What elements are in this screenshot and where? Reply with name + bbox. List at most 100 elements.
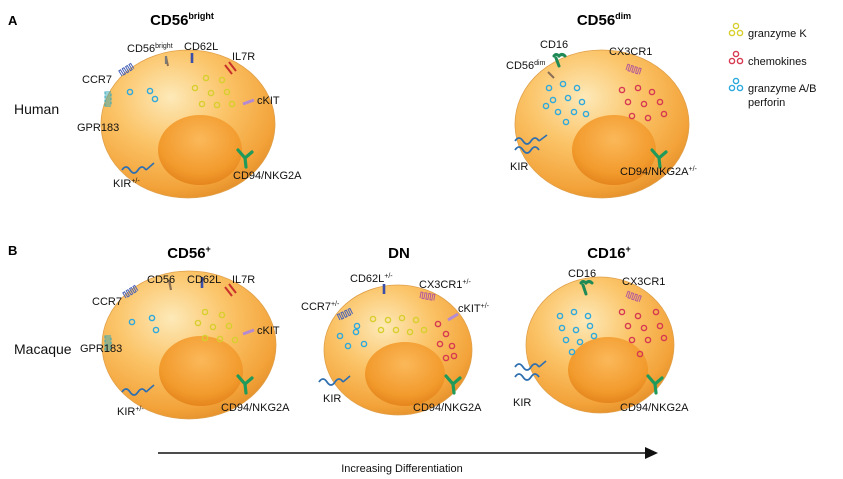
legend-dot (728, 57, 736, 65)
nucleus (158, 115, 242, 185)
panel-letter-a: A (8, 13, 18, 28)
granzyme-ab-granule (558, 324, 566, 332)
granzyme-ab-granule (151, 95, 159, 103)
granzyme-ab-granule (582, 110, 590, 118)
nucleus (568, 337, 648, 403)
marker-label-cx3cr1: CX3CR1 (609, 46, 652, 58)
chemokine-granule (450, 352, 458, 360)
marker-label-cd16: CD16 (568, 268, 596, 280)
marker-label-cd56dim: CD56dim (506, 60, 546, 72)
granzyme-ab-granule (556, 312, 564, 320)
chemokine-granule (442, 354, 450, 362)
legend-item-chemokines: chemokines (728, 50, 807, 68)
marker-label-cd56bright: CD56bright (127, 43, 173, 55)
marker-label-kir: KIR (513, 397, 531, 409)
chemokine-granule (656, 98, 664, 106)
cell-title: DN (388, 245, 410, 262)
ckit-receptor-icon (447, 312, 459, 322)
cd56-receptor-icon (167, 279, 173, 291)
legend-swatch-chemokines (728, 50, 744, 65)
chemokine-granule (644, 336, 652, 344)
granzyme-ab-granule (572, 326, 580, 334)
granzyme-k-granule (194, 319, 202, 327)
granzyme-ab-granule (584, 312, 592, 320)
granzyme-ab-granule (148, 314, 156, 322)
chemokine-granule (660, 110, 668, 118)
legend-dot (736, 84, 744, 92)
granzyme-ab-granule (360, 340, 368, 348)
granules-group (336, 314, 458, 362)
chemokine-granule (640, 324, 648, 332)
marker-label-cd94-nkg2a: CD94/NKG2A (221, 402, 290, 414)
granzyme-ab-granule (570, 108, 578, 116)
cd94-nkg2a-receptor-icon (646, 374, 664, 395)
cx3cr1-receptor-icon (419, 291, 436, 301)
marker-label-cd94-nkg2a: CD94/NKG2A (620, 402, 689, 414)
legend-dot (736, 57, 744, 65)
granzyme-ab-granule (573, 84, 581, 92)
granzyme-ab-granule (353, 322, 361, 330)
gpr183-receptor-icon (104, 91, 112, 107)
marker-label-cx3cr1: CX3CR1+/- (419, 279, 471, 291)
cd56-receptor-icon (547, 71, 555, 79)
granzyme-ab-granule (344, 342, 352, 350)
granzyme-ab-granule (554, 108, 562, 116)
kir-receptor-icon (121, 162, 155, 174)
legend-label-chemokines: chemokines (748, 56, 807, 68)
granzyme-k-granule (201, 334, 209, 342)
marker-label-ccr7: CCR7 (82, 74, 112, 86)
legend-dot (736, 29, 744, 37)
il7r-receptor-icon (224, 61, 237, 75)
cell-human-cd56bright: CD56bright CD56br (77, 11, 302, 199)
granzyme-k-granule (218, 311, 226, 319)
granzyme-k-granule (213, 101, 221, 109)
cell-title: CD56+ (167, 244, 211, 262)
granzyme-k-granule (218, 76, 226, 84)
ccr7-receptor-icon (336, 307, 354, 321)
chemokine-granule (436, 340, 444, 348)
marker-label-gpr183: GPR183 (77, 122, 119, 134)
granzyme-ab-granule (549, 96, 557, 104)
marker-label-cd62l: CD62L (187, 274, 221, 286)
chemokine-granule (648, 88, 656, 96)
marker-label-cd56: CD56 (147, 274, 175, 286)
granzyme-k-granule (198, 100, 206, 108)
chemokine-granule (624, 98, 632, 106)
granzyme-k-granule (216, 335, 224, 343)
nucleus (159, 336, 243, 406)
granzyme-ab-granule (128, 318, 136, 326)
ccr7-receptor-icon (122, 284, 139, 299)
cx3cr1-receptor-icon (625, 290, 642, 302)
cell-human-cd56dim: CD56dim CD16 CX3CR1 CD56dim KIR CD94/NKG… (506, 11, 698, 199)
species-label-human: Human (14, 101, 59, 117)
granzyme-k-granule (223, 88, 231, 96)
granzyme-k-granule (377, 326, 385, 334)
marker-label-cd62l: CD62L (184, 41, 218, 53)
granzyme-ab-granule (590, 332, 598, 340)
granzyme-k-granule (406, 328, 414, 336)
kir-receptor-icon (121, 384, 155, 396)
chemokine-granule (434, 320, 442, 328)
kir-receptor-icon (318, 375, 351, 386)
granzyme-ab-granule (570, 308, 578, 316)
cd16-receptor-icon (552, 53, 567, 68)
species-label-macaque: Macaque (14, 341, 72, 357)
marker-label-kir: KIR+/- (117, 406, 144, 418)
granzyme-ab-granule (568, 348, 576, 356)
marker-label-kir: KIR+/- (113, 178, 140, 190)
nucleus (365, 342, 445, 406)
chemokine-granule (628, 112, 636, 120)
marker-label-ckit: cKIT (257, 325, 280, 337)
granzyme-ab-granule (559, 80, 567, 88)
chemokine-granule (634, 312, 642, 320)
marker-label-ccr7: CCR7+/- (301, 301, 340, 313)
cd16-receptor-icon (579, 280, 594, 296)
granzyme-ab-granule (578, 98, 586, 106)
legend-item-granzyme-ab: granzyme A/B perforin (728, 77, 816, 109)
cx3cr1-receptor-icon (625, 63, 642, 75)
differentiation-arrow-label: Increasing Differentiation (341, 463, 462, 475)
legend-swatch-granzyme-ab (728, 77, 744, 92)
cell-title: CD16+ (587, 244, 631, 262)
granzyme-k-granule (412, 316, 420, 324)
